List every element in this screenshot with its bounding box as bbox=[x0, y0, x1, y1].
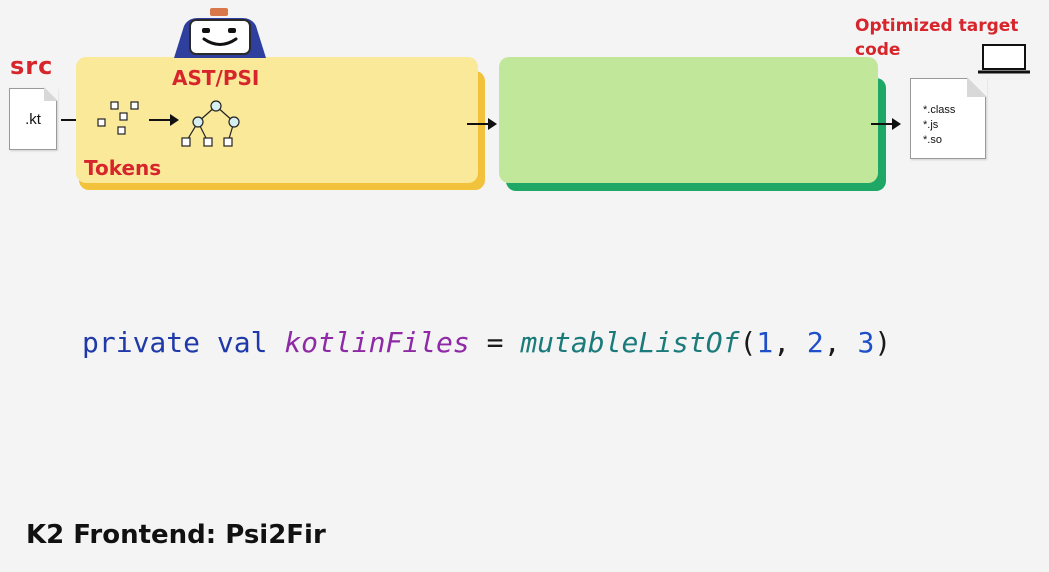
open-paren: ( bbox=[739, 326, 756, 359]
tokens-label: Tokens bbox=[84, 156, 161, 180]
arrow-right-icon bbox=[466, 116, 498, 132]
close-paren: ) bbox=[874, 326, 891, 359]
argument-number: 1 bbox=[756, 326, 773, 359]
output-file-type: *.js bbox=[923, 118, 955, 133]
fir-stage-box bbox=[499, 57, 878, 183]
arrow-right-icon bbox=[148, 112, 180, 128]
output-file-icon: *.class *.js *.so bbox=[910, 78, 986, 159]
tree-icon bbox=[178, 98, 244, 150]
ast-psi-label: AST/PSI bbox=[172, 66, 259, 90]
property-name: kotlinFiles bbox=[284, 326, 469, 359]
src-label: src bbox=[10, 52, 53, 80]
arrow-right-icon bbox=[870, 116, 902, 132]
comma: , bbox=[824, 326, 841, 359]
keyword-private: private bbox=[82, 326, 200, 359]
source-file-icon: .kt bbox=[9, 88, 57, 150]
keyword-val: val bbox=[217, 326, 268, 359]
robot-mascot-icon bbox=[170, 8, 270, 58]
output-file-type: *.class bbox=[923, 103, 955, 118]
output-file-type: *.so bbox=[923, 133, 955, 148]
comma: , bbox=[773, 326, 790, 359]
function-name: mutableListOf bbox=[520, 326, 739, 359]
laptop-icon bbox=[978, 43, 1030, 75]
token-squares-icon bbox=[96, 100, 142, 138]
argument-number: 2 bbox=[807, 326, 824, 359]
slide-caption: K2 Frontend: Psi2Fir bbox=[26, 520, 326, 550]
source-file-extension: .kt bbox=[10, 111, 56, 128]
argument-number: 3 bbox=[858, 326, 875, 359]
code-snippet: private val kotlinFiles = mutableListOf(… bbox=[82, 326, 891, 359]
output-file-list: *.class *.js *.so bbox=[923, 103, 955, 148]
equals-sign: = bbox=[487, 326, 504, 359]
